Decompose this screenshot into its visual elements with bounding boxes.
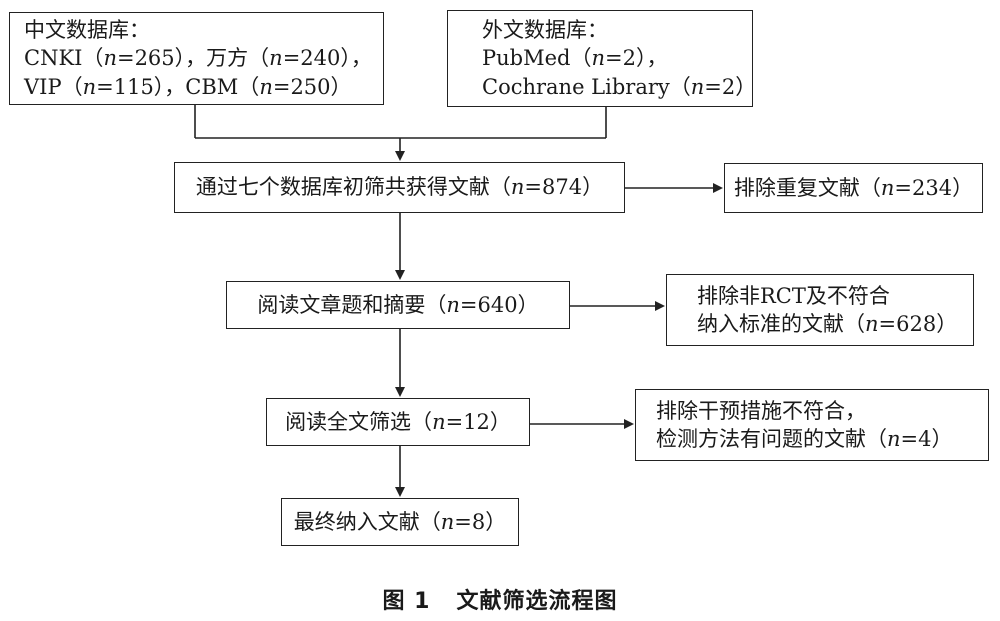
sample-size-symbol: n (880, 175, 895, 200)
box-text-line: Cochrane Library（n=2） (482, 73, 756, 101)
text-run: 阅读全文筛选（ (285, 409, 433, 434)
figure-number: 图 1 (382, 589, 431, 614)
text-run: VIP（ (24, 74, 83, 99)
box-text-line: 通过七个数据库初筛共获得文献（n=874） (196, 173, 603, 201)
figure-title: 文献筛选流程图 (456, 589, 618, 614)
sample-size-symbol: n (440, 509, 455, 534)
exclude-duplicates-box: 排除重复文献（n=234） (724, 163, 983, 213)
text-run: 阅读文章题和摘要（ (257, 292, 447, 317)
text-run: =2） (704, 74, 757, 99)
text-run: =115），CBM（ (96, 74, 260, 99)
box-text-line: 纳入标准的文献（n=628） (697, 310, 957, 338)
sample-size-symbol: n (259, 74, 273, 99)
box-text-line: 排除重复文献（n=234） (734, 174, 973, 202)
text-run: =12） (445, 409, 511, 434)
text-run: =250） (272, 74, 352, 99)
chinese-database-box: 中文数据库：CNKI（n=265），万方（n=240），VIP（n=115），C… (9, 12, 384, 105)
exclude-intervention-box: 排除干预措施不符合，检测方法有问题的文献（n=4） (635, 389, 989, 461)
box-text-line: 外文数据库： (482, 16, 608, 44)
box-text-line: VIP（n=115），CBM（n=250） (24, 73, 352, 101)
text-run: =4） (900, 427, 953, 451)
box-text-line: 阅读全文筛选（n=12） (285, 408, 511, 436)
text-run: =2）， (605, 46, 668, 71)
box-text-line: 检测方法有问题的文献（n=4） (656, 425, 953, 453)
text-run: 检测方法有问题的文献（ (656, 427, 887, 451)
text-run: 通过七个数据库初筛共获得文献（ (195, 175, 511, 200)
text-run: PubMed（ (482, 46, 592, 71)
box-text-line: 排除干预措施不符合， (656, 397, 866, 425)
sample-size-symbol: n (690, 74, 705, 99)
sample-size-symbol: n (103, 46, 117, 71)
text-run: CNKI（ (24, 46, 104, 71)
box-text-line: 排除非RCT及不符合 (697, 282, 890, 310)
text-run: =640） (459, 292, 539, 317)
sample-size-symbol: n (269, 46, 283, 71)
text-run: =874） (524, 175, 604, 200)
text-run: =628） (878, 312, 958, 336)
text-run: 纳入标准的文献（ (697, 312, 865, 336)
full-text-screen-box: 阅读全文筛选（n=12） (266, 398, 530, 446)
box-text-line: 最终纳入文献（n=8） (294, 508, 507, 536)
foreign-database-box: 外文数据库：PubMed（n=2），Cochrane Library（n=2） (447, 10, 756, 107)
text-run: 中文数据库： (24, 17, 150, 42)
sample-size-symbol: n (865, 312, 879, 336)
sample-size-symbol: n (432, 409, 446, 434)
sample-size-symbol: n (82, 74, 97, 99)
read-abstract-box: 阅读文章题和摘要（n=640） (226, 281, 570, 329)
text-run: =265），万方（ (116, 46, 270, 71)
text-run: Cochrane Library（ (482, 74, 691, 99)
box-text-line: 中文数据库： (24, 16, 150, 44)
exclude-non-rct-box: 排除非RCT及不符合纳入标准的文献（n=628） (666, 274, 974, 346)
sample-size-symbol: n (887, 427, 901, 451)
box-text-line: PubMed（n=2）， (482, 44, 667, 72)
sample-size-symbol: n (446, 292, 460, 317)
figure-caption: 图 1 文献筛选流程图 (0, 583, 1000, 615)
text-run: =234） (894, 175, 974, 200)
text-run: =240）， (282, 46, 372, 71)
text-run: =8） (454, 509, 507, 534)
text-run: 外文数据库： (482, 17, 608, 42)
initial-search-box: 通过七个数据库初筛共获得文献（n=874） (174, 162, 625, 213)
box-text-line: 阅读文章题和摘要（n=640） (257, 291, 538, 319)
text-run: 最终纳入文献（ (293, 509, 441, 534)
text-run: 排除非RCT及不符合 (697, 283, 890, 308)
final-included-box: 最终纳入文献（n=8） (281, 498, 519, 546)
text-run: 排除重复文献（ (733, 175, 881, 200)
box-text-line: CNKI（n=265），万方（n=240）， (24, 44, 372, 72)
sample-size-symbol: n (510, 175, 525, 200)
sample-size-symbol: n (591, 46, 606, 71)
text-run: 排除干预措施不符合， (656, 398, 866, 423)
